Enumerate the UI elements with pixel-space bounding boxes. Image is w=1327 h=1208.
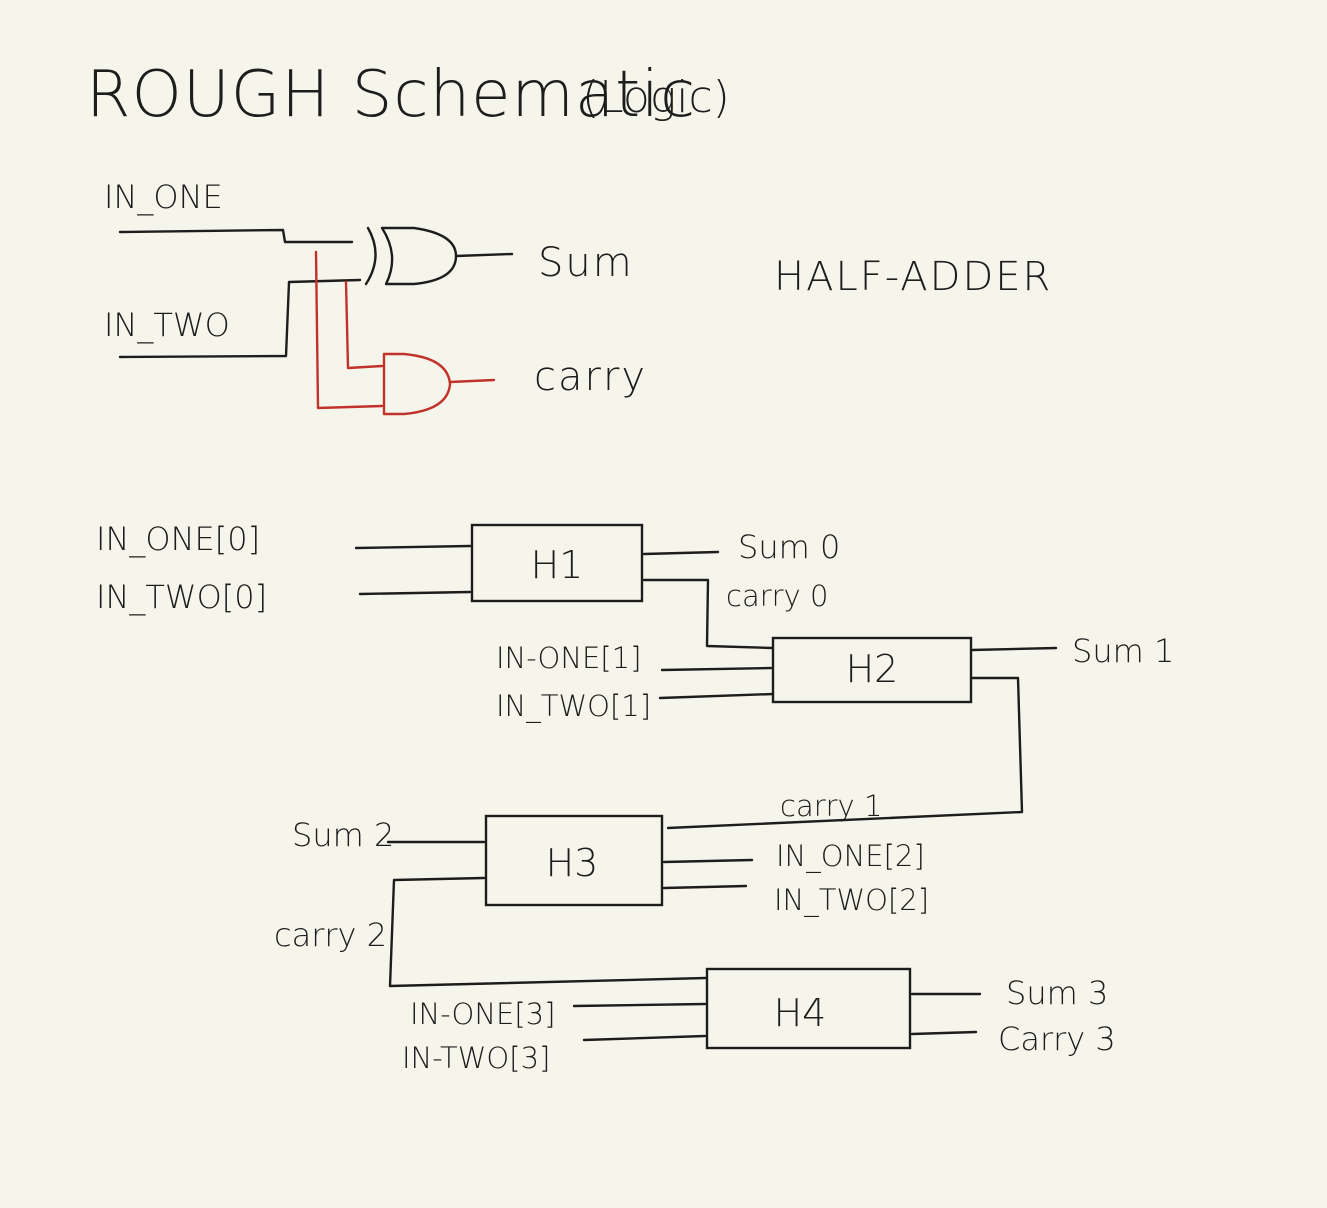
and-gate-body — [382, 352, 452, 416]
block-h2-label: H2 — [846, 647, 899, 691]
wire-in-one-0 — [354, 544, 472, 550]
block-h1-label: H1 — [531, 543, 584, 587]
wire-in-two — [118, 278, 362, 359]
wire-and-input-one — [314, 250, 384, 410]
signal-in-two-3: IN-TWO[3] — [402, 1041, 550, 1075]
wire-in-one-2 — [662, 858, 754, 864]
wire-carry-2 — [388, 876, 708, 988]
signal-carry-3: Carry 3 — [998, 1020, 1116, 1058]
wire-sum-0 — [642, 550, 720, 556]
wire-in-one-3 — [572, 1002, 707, 1008]
page-title: ROUGH Schematic — [86, 58, 696, 132]
block-h2 — [771, 636, 973, 704]
wire-sum-out — [454, 252, 514, 258]
signal-carry-1: carry 1 — [780, 789, 882, 823]
wire-in-two-2 — [662, 884, 748, 890]
signal-in-one-3: IN-ONE[3] — [410, 997, 555, 1031]
signal-in-one-1: IN-ONE[1] — [496, 641, 641, 675]
page-subtitle: (Logic) — [582, 72, 730, 123]
wire-carry-3 — [910, 1030, 978, 1036]
wire-in-one-1 — [660, 666, 773, 672]
wire-in-two-1 — [658, 692, 775, 700]
half-adder-carry-label: carry — [534, 354, 647, 400]
wire-in-two-3 — [582, 1034, 707, 1042]
signal-sum-2: Sum 2 — [292, 816, 394, 854]
wire-and-input-two — [344, 280, 384, 370]
wire-carry-out — [448, 378, 496, 384]
half-adder-sum-label: Sum — [538, 240, 634, 286]
block-h4 — [705, 967, 912, 1050]
signal-in-two-0: IN_TWO[0] — [96, 578, 267, 616]
block-h3-label: H3 — [546, 841, 599, 885]
wire-in-two-0 — [358, 590, 472, 596]
xor-gate-body — [380, 226, 458, 286]
signal-in-one-0: IN_ONE[0] — [96, 520, 260, 558]
signal-sum-0: Sum 0 — [738, 528, 840, 566]
wire-carry-1 — [666, 676, 1024, 830]
signal-sum-1: Sum 1 — [1072, 632, 1174, 670]
wire-in-one — [118, 228, 354, 244]
signal-in-one-2: IN_ONE[2] — [776, 839, 925, 874]
half-adder-diagram: IN_ONE IN_TWO Sum carry HALF-ADDER — [104, 178, 1052, 416]
half-adder-input-two-label: IN_TWO — [104, 306, 230, 344]
signal-sum-3: Sum 3 — [1006, 974, 1108, 1012]
half-adder-heading: HALF-ADDER — [774, 254, 1052, 300]
half-adder-input-one-label: IN_ONE — [104, 178, 223, 216]
wire-sum-1 — [970, 646, 1058, 652]
signal-in-two-1: IN_TWO[1] — [496, 689, 651, 724]
signal-in-two-2: IN_TWO[2] — [774, 883, 929, 918]
ripple-adder-diagram: H1 IN_ONE[0] IN_TWO[0] Sum 0 carry 0 H2 … — [96, 520, 1174, 1075]
signal-carry-2: carry 2 — [274, 916, 387, 954]
block-h3 — [484, 814, 664, 907]
xor-gate-back-arc — [364, 226, 377, 286]
block-h4-label: H4 — [774, 991, 827, 1035]
block-h1 — [470, 523, 644, 603]
wire-carry-0 — [642, 578, 774, 650]
signal-carry-0: carry 0 — [726, 579, 828, 613]
